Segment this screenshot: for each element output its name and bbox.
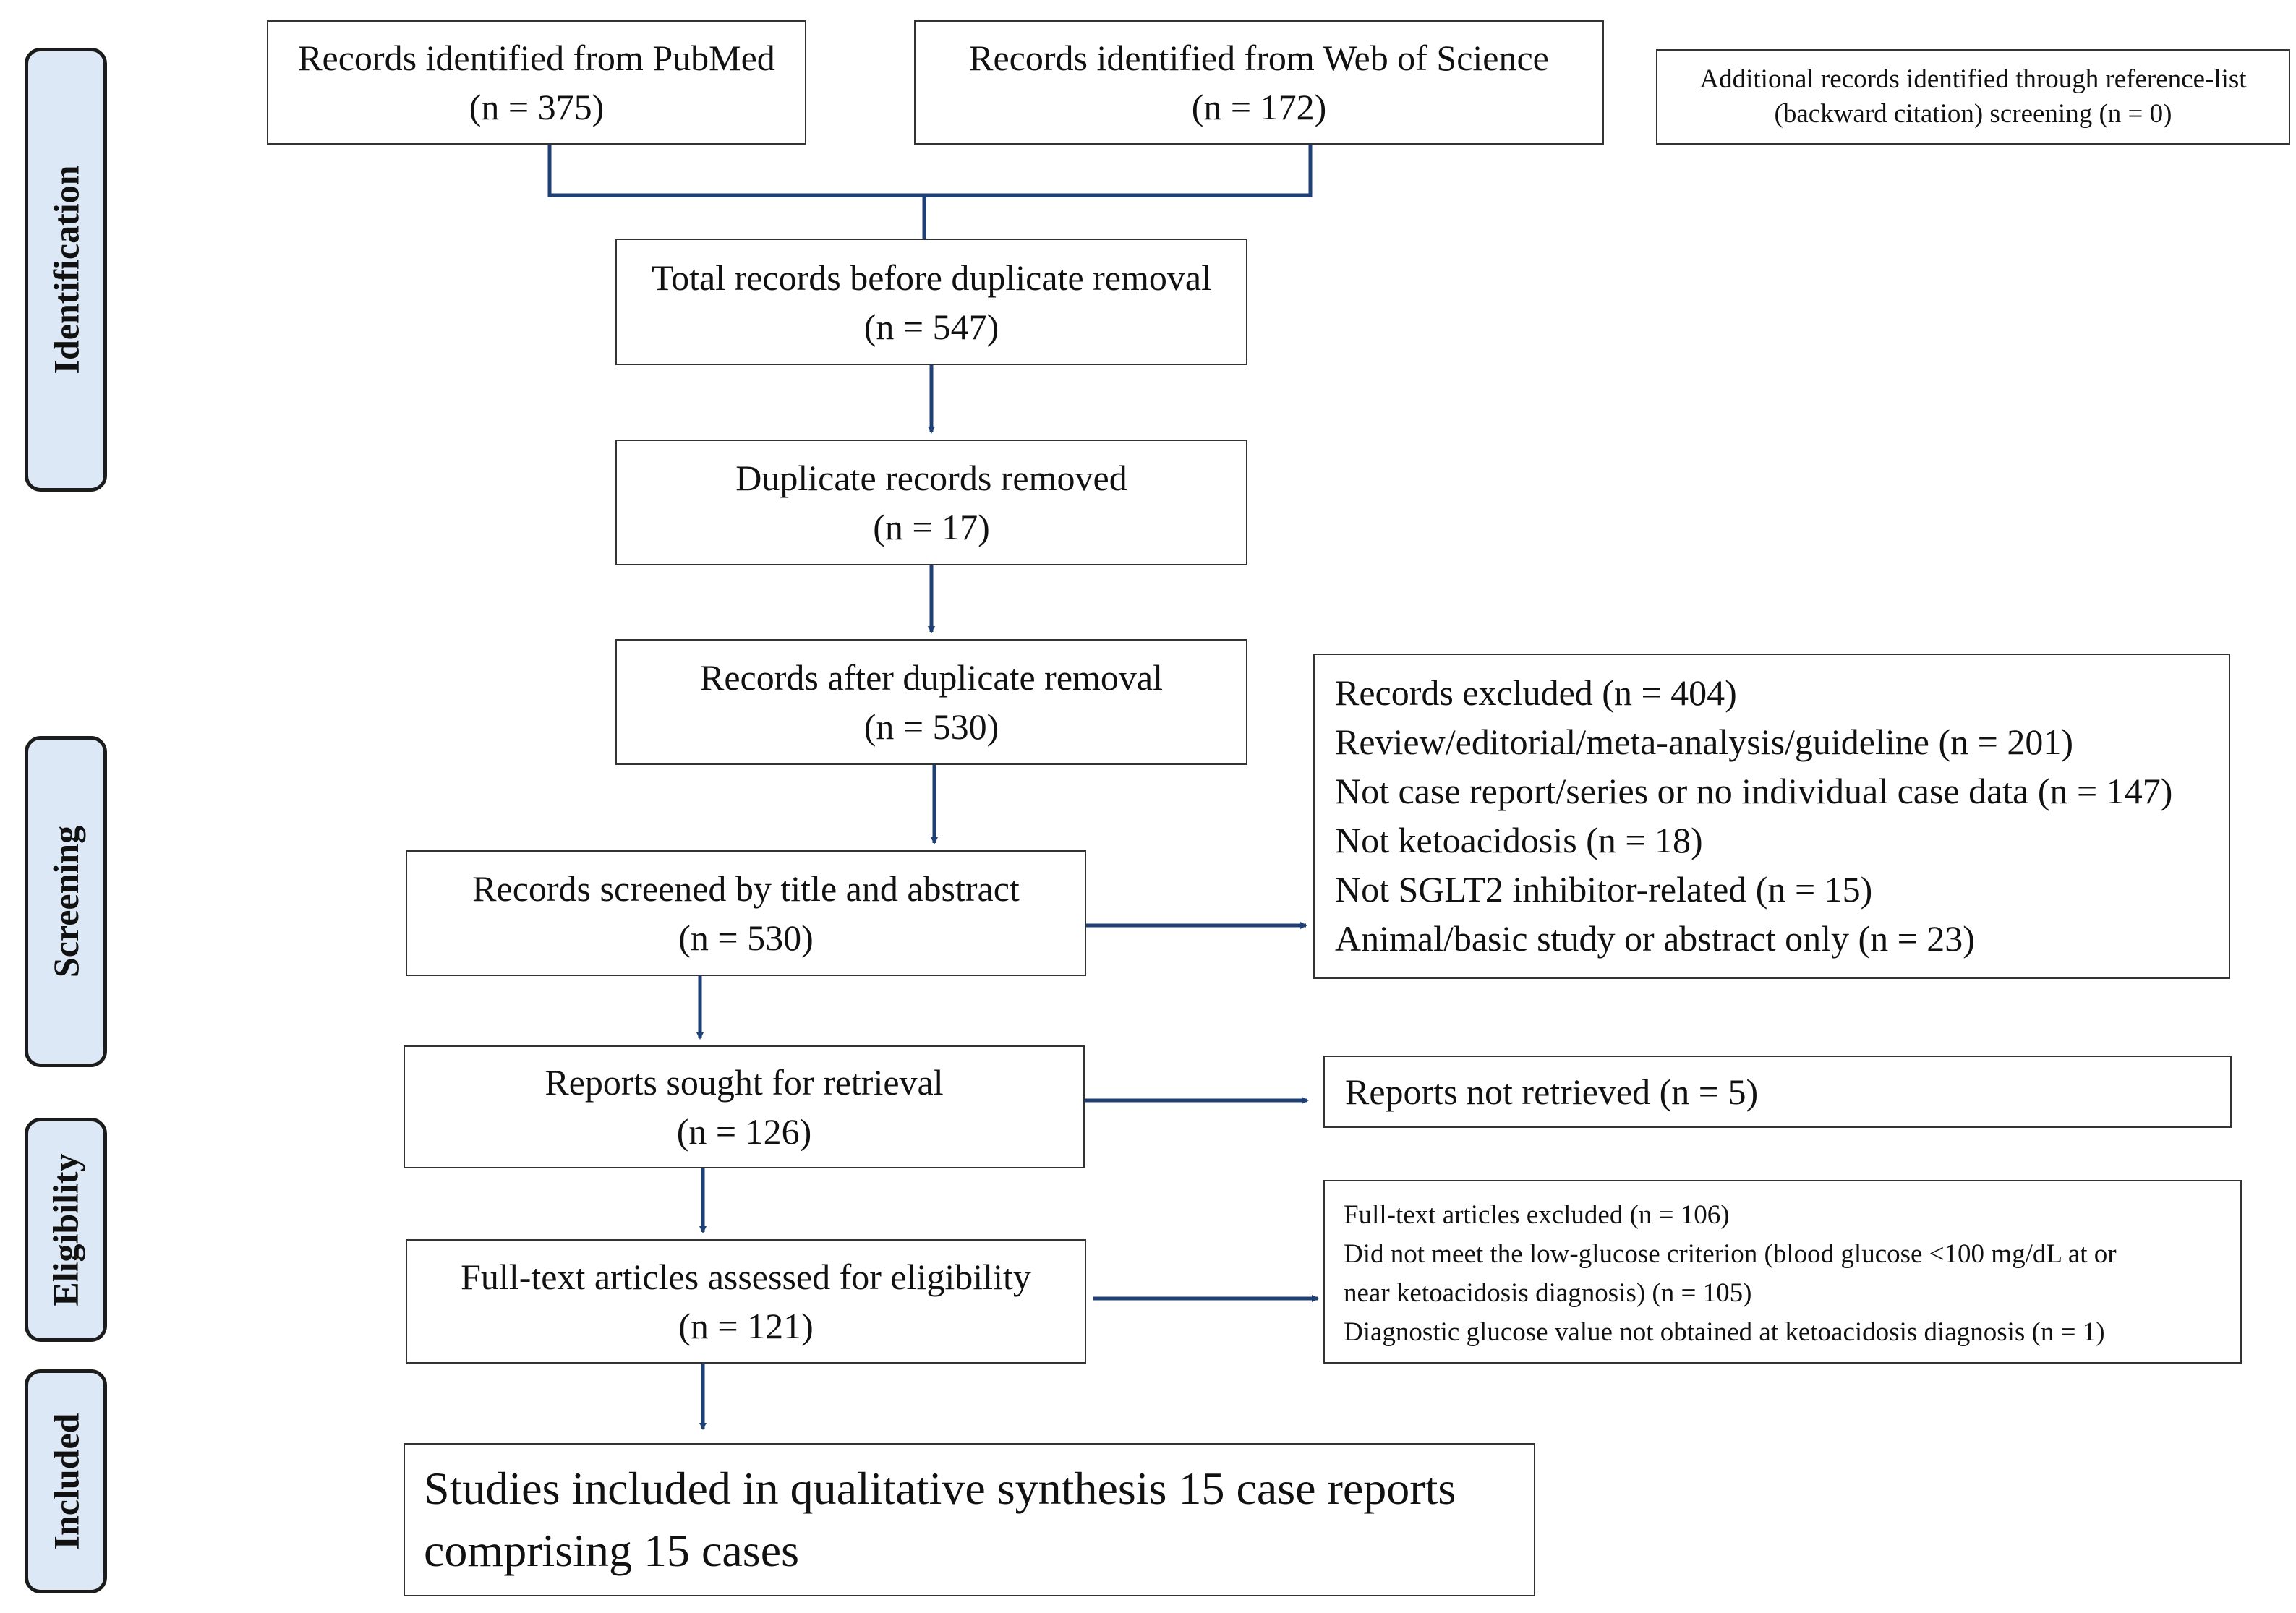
included-line2: comprising 15 cases (424, 1525, 799, 1576)
duplicates-count: (n = 17) (873, 507, 990, 547)
merge-line (547, 145, 1313, 197)
after-dup-count: (n = 530) (863, 706, 999, 747)
ft-excluded-line: Full-text articles excluded (n = 106) (1344, 1200, 1730, 1230)
duplicates-label: Duplicate records removed (735, 458, 1127, 498)
screened-count: (n = 530) (678, 917, 814, 958)
wos-count: (n = 172) (1191, 87, 1327, 127)
not-retrieved-label: Reports not retrieved (n = 5) (1345, 1071, 1759, 1112)
ft-excluded-line: Diagnostic glucose value not obtained at… (1344, 1317, 2105, 1347)
excluded-line: Review/editorial/meta-analysis/guideline… (1335, 722, 2073, 762)
sought-label: Reports sought for retrieval (545, 1062, 944, 1103)
records-excluded-box: Records excluded (n = 404) Review/editor… (1313, 654, 2230, 979)
excluded-line: Not SGLT2 inhibitor-related (n = 15) (1335, 869, 1873, 910)
pubmed-label: Records identified from PubMed (298, 38, 775, 78)
additional-records-box: Additional records identified through re… (1656, 49, 2290, 145)
pubmed-box: Records identified from PubMed (n = 375) (267, 20, 806, 145)
included-box: Studies included in qualitative synthesi… (404, 1443, 1535, 1596)
sought-count: (n = 126) (676, 1111, 812, 1152)
screened-label: Records screened by title and abstract (472, 868, 1020, 909)
fulltext-label: Full-text articles assessed for eligibil… (461, 1257, 1031, 1297)
excluded-line: Not ketoacidosis (n = 18) (1335, 820, 1703, 860)
wos-box: Records identified from Web of Science (… (914, 20, 1604, 145)
excluded-line: Animal/basic study or abstract only (n =… (1335, 918, 1975, 959)
after-dup-label: Records after duplicate removal (700, 657, 1163, 698)
pubmed-count: (n = 375) (469, 87, 605, 127)
phase-eligibility: Eligibility (25, 1118, 107, 1342)
duplicates-removed-box: Duplicate records removed (n = 17) (615, 440, 1247, 565)
total-label: Total records before duplicate removal (652, 257, 1211, 298)
sought-box: Reports sought for retrieval (n = 126) (404, 1045, 1085, 1168)
ft-excluded-line: Did not meet the low-glucose criterion (… (1344, 1239, 2117, 1269)
wos-label: Records identified from Web of Science (969, 38, 1549, 78)
excluded-line: Not case report/series or no individual … (1335, 771, 2173, 811)
phase-included: Included (25, 1369, 107, 1593)
excluded-line: Records excluded (n = 404) (1335, 672, 1737, 713)
fulltext-box: Full-text articles assessed for eligibil… (406, 1239, 1086, 1364)
fulltext-excluded-box: Full-text articles excluded (n = 106) Di… (1323, 1180, 2242, 1364)
phase-screening: Screening (25, 736, 107, 1067)
fulltext-count: (n = 121) (678, 1306, 814, 1346)
included-line1: Studies included in qualitative synthesi… (424, 1463, 1456, 1514)
total-records-box: Total records before duplicate removal (… (615, 239, 1247, 365)
screened-box: Records screened by title and abstract (… (406, 850, 1086, 976)
not-retrieved-box: Reports not retrieved (n = 5) (1323, 1056, 2232, 1128)
phase-identification: Identification (25, 48, 107, 492)
additional-line1: Additional records identified through re… (1699, 64, 2247, 94)
additional-line2: (backward citation) screening (n = 0) (1774, 99, 2172, 129)
total-count: (n = 547) (863, 306, 999, 347)
after-duplicate-box: Records after duplicate removal (n = 530… (615, 639, 1247, 765)
ft-excluded-line: near ketoacidosis diagnosis) (n = 105) (1344, 1278, 1752, 1308)
